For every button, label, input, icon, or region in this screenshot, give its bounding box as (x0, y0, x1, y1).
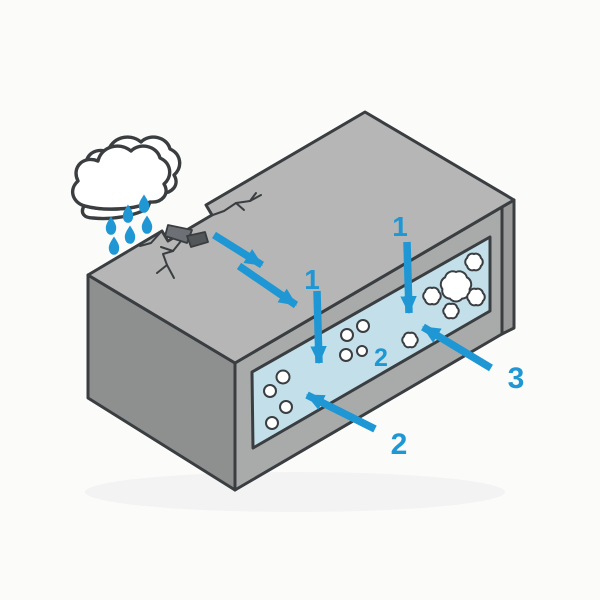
air-bubble-cluster-icon (464, 252, 484, 272)
step1-arrow-right (400, 241, 417, 315)
crack-inflow-arrow-lower (236, 262, 299, 309)
label-step1-right: 1 (392, 211, 408, 242)
air-bubble-cluster-icon (422, 286, 442, 306)
ground-shadow (85, 472, 505, 512)
label-step3: 3 (508, 362, 525, 395)
step2-arrow (305, 391, 377, 433)
crack-line-step (139, 232, 161, 247)
block-top-face (86, 110, 516, 365)
crack-branch-down (166, 264, 175, 279)
air-bubble-cluster-icon (466, 287, 486, 307)
air-bubble-icon (275, 369, 291, 385)
air-bubbles (263, 252, 486, 430)
air-bubble-cluster-icon (442, 302, 460, 320)
raindrop-icon (122, 204, 134, 223)
concrete-block (86, 110, 516, 492)
label-step2-inner: 2 (374, 344, 388, 372)
raindrop-icon (141, 215, 153, 234)
air-bubble-icon (279, 400, 293, 414)
step1-arrow-left (310, 290, 327, 365)
step3-arrow (421, 323, 493, 372)
step-labels: 1 1 2 2 3 (304, 211, 524, 461)
raindrops (105, 194, 153, 255)
cloud-front-outline (70, 144, 172, 211)
air-bubble-icon (263, 384, 277, 398)
air-bubble-icon (340, 328, 354, 342)
label-step1-left: 1 (304, 264, 320, 295)
air-bubble-icon (339, 348, 353, 362)
crack-chip-top (164, 224, 193, 244)
air-bubble-icon (356, 345, 368, 357)
raindrop-icon (124, 225, 136, 244)
block-right-edge-face (500, 198, 516, 336)
air-bubble-icon (356, 319, 370, 333)
crack-branch-up (249, 192, 257, 202)
crack-line-down (156, 240, 182, 274)
label-step2-outer: 2 (391, 428, 408, 461)
raindrop-icon (105, 216, 117, 235)
crack-branch-left (160, 246, 174, 252)
crack-icon (139, 192, 262, 279)
crack-chip-face (186, 231, 209, 248)
raindrop-icon (138, 194, 150, 213)
air-bubble-cluster-icon (439, 270, 473, 303)
rain-cloud-icon (70, 135, 182, 221)
crack-branch-right (235, 202, 245, 211)
crack-inflow-arrow-upper (212, 231, 264, 269)
raindrop-icon (108, 236, 120, 255)
air-bubble-cluster-icon (401, 331, 419, 349)
air-bubble-icon (265, 416, 279, 430)
flow-arrows (212, 231, 493, 433)
